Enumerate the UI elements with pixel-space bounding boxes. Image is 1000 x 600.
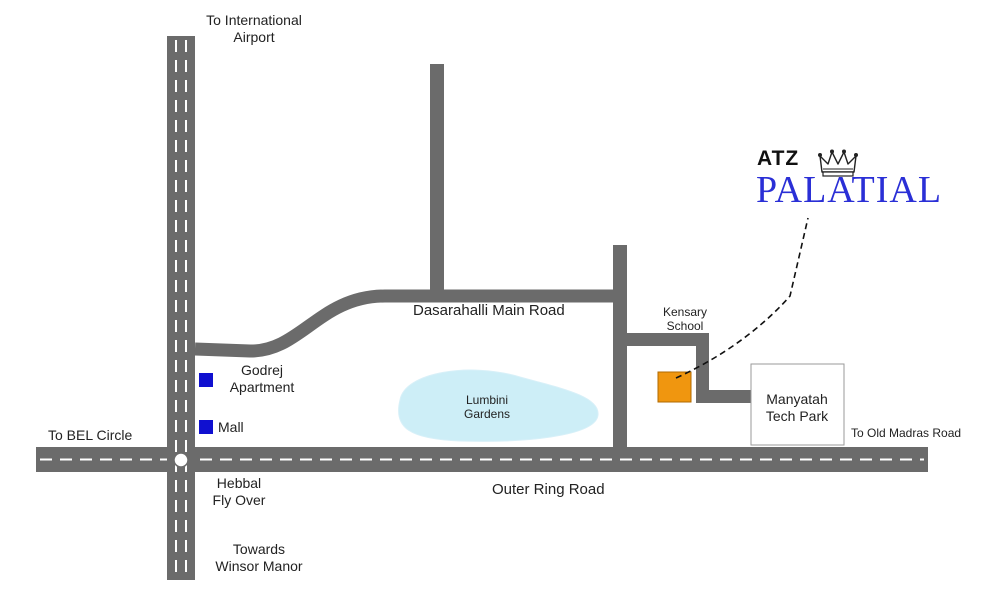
- manyatah-tech-park-box: [750, 363, 845, 446]
- brand-name: PALATIAL: [756, 169, 943, 211]
- label-to-old-madras-road: To Old Madras Road: [851, 426, 962, 440]
- label-manyatah-tech-park: Manyatah Tech Park: [765, 391, 829, 424]
- label-godrej-apartment: Godrej Apartment: [229, 362, 295, 395]
- label-lumbini-gardens: Lumbini Gardens: [463, 393, 511, 421]
- label-mall: Mall: [218, 419, 244, 435]
- brand-prefix: ATZ: [757, 147, 800, 170]
- site-callout-line: [675, 217, 809, 379]
- label-kensary-school: Kensary School: [662, 305, 708, 333]
- east-road: [613, 245, 627, 448]
- north-road: [430, 64, 444, 298]
- kensary-branch-vertical: [696, 333, 709, 403]
- crown-icon: [818, 149, 858, 177]
- label-towards-winsor-manor: Towards Winsor Manor: [215, 541, 303, 574]
- label-to-bel-circle: To BEL Circle: [48, 427, 133, 443]
- mall-marker: [199, 420, 213, 434]
- label-to-airport: To International Airport: [206, 12, 302, 45]
- godrej-apartment-marker: [199, 373, 213, 387]
- site-marker: [657, 371, 692, 403]
- dasarahalli-main-road: [194, 289, 625, 358]
- lumbini-gardens-lake: [398, 369, 599, 442]
- label-hebbal-fly-over: Hebbal Fly Over: [212, 475, 266, 508]
- hebbal-junction: [173, 452, 189, 468]
- tech-park-link: [696, 390, 751, 403]
- label-dasarahalli-main-road: Dasarahalli Main Road: [413, 302, 565, 319]
- label-outer-ring-road: Outer Ring Road: [492, 481, 605, 498]
- kensary-branch-horizontal: [627, 333, 709, 346]
- airport-road: [167, 36, 195, 580]
